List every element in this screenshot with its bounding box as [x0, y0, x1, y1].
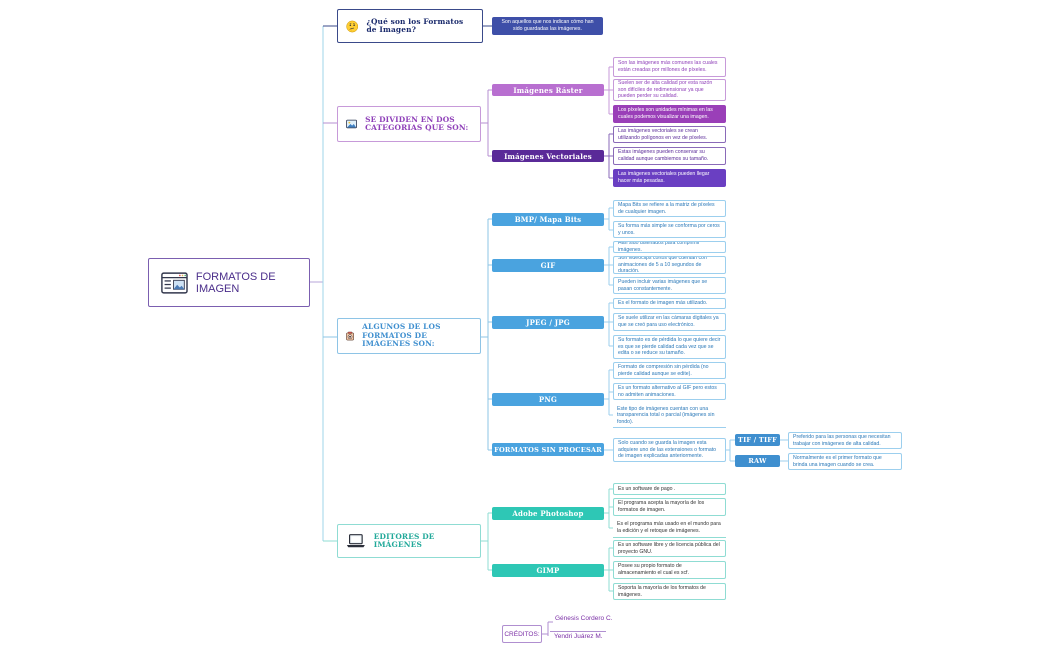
gif-item-3[interactable]: Pueden incluir varias imágenes que se pa… [613, 277, 726, 294]
branch-formatos[interactable]: ALGUNOS DE LOS FORMATOS DE IMÁGENES SON: [337, 318, 481, 354]
raster-item-2-text: Suelen ser de alta calidad por esta razó… [618, 80, 713, 100]
credits-label[interactable]: CRÉDITOS: [502, 625, 542, 643]
sub-tif-tiff[interactable]: TIF / TIFF [735, 434, 780, 446]
sub-png-label: PNG [538, 395, 558, 404]
camera-icon [346, 331, 354, 341]
branch-formatos-title: ALGUNOS DE LOS FORMATOS DE IMÁGENES SON: [362, 322, 441, 349]
jpeg-item-2[interactable]: Se suele utilizar en las cámaras digital… [613, 313, 726, 331]
sub-gimp[interactable]: GIMP [492, 564, 604, 577]
credit-name-2: Yendri Juárez M. [550, 631, 606, 640]
sub-bmp[interactable]: BMP/ Mapa Bits [492, 213, 604, 226]
sub-adobe-photoshop-label: Adobe Photoshop [512, 509, 584, 518]
raster-item-3[interactable]: Los píxeles son unidades mínimas en las … [613, 105, 726, 123]
tif-desc-text: Preferido para las personas que necesita… [793, 433, 891, 447]
sub-tif-tiff-label: TIF / TIFF [737, 436, 778, 444]
sub-imagenes-raster-label: Imágenes Ráster [513, 85, 583, 95]
jpeg-item-3[interactable]: Su formato es de pérdida lo que quiere d… [613, 335, 726, 359]
photoshop-item-3-text: Es el programa más usado en el mundo par… [617, 521, 721, 534]
jpeg-item-1-text: Es el formato de imagen más utilizado. [618, 300, 708, 307]
png-item-2-text: Es un formato alternativo al GIF pero es… [618, 384, 717, 398]
gif-item-1-text: Han sido diseñados para comprimir imágen… [618, 241, 700, 253]
tif-desc[interactable]: Preferido para las personas que necesita… [788, 432, 902, 449]
branch-que-son[interactable]: ¿Qué son los Formatos de Imagen? [337, 9, 483, 43]
gimp-item-1[interactable]: Es un software libre y de licencia públi… [613, 540, 726, 557]
credits-label-text: CRÉDITOS: [504, 630, 540, 638]
branch-editores[interactable]: EDITORES DE IMÁGENES [337, 524, 481, 558]
sub-gimp-label: GIMP [536, 566, 560, 575]
vector-item-1[interactable]: Las imágenes vectoriales se crean utiliz… [613, 126, 726, 143]
sub-gif[interactable]: GIF [492, 259, 604, 272]
gif-item-1[interactable]: Han sido diseñados para comprimir imágen… [613, 241, 726, 253]
raw-desc-text: Normalmente es el primer formato que bri… [793, 454, 882, 468]
jpeg-item-3-text: Su formato es de pérdida lo que quiere d… [618, 337, 721, 357]
png-item-1[interactable]: Formato de compresión sin pérdida (no pi… [613, 362, 726, 379]
sin-procesar-desc[interactable]: Solo cuando se guarda la imagen esta adq… [613, 438, 726, 462]
branch-editores-title: EDITORES DE IMÁGENES [373, 531, 435, 549]
sub-imagenes-vectoriales[interactable]: Imágenes Vectoriales [492, 150, 604, 162]
gimp-item-2[interactable]: Posee su propio formato de almacenamient… [613, 561, 726, 579]
image-window-icon [161, 271, 188, 294]
sub-imagenes-vectoriales-label: Imágenes Vectoriales [504, 151, 592, 161]
photoshop-item-1-text: Es un software de pago . [618, 485, 676, 492]
raster-item-1[interactable]: Son las imágenes más comunes las cuales … [613, 57, 726, 77]
vector-item-2-text: Estas imágenes pueden conservar su calid… [618, 149, 709, 162]
gimp-item-3[interactable]: Soporta la mayoría de los formatos de im… [613, 583, 726, 600]
raster-item-1-text: Son las imágenes más comunes las cuales … [618, 60, 718, 73]
raster-item-2[interactable]: Suelen ser de alta calidad por esta razó… [613, 79, 726, 101]
vector-item-3[interactable]: Las imágenes vectoriales pueden llegar h… [613, 169, 726, 187]
gif-item-2-text: Son videoclips cortos que cuentan con an… [618, 256, 707, 274]
thinking-face-icon [346, 20, 359, 32]
central-title: FORMATOS DE IMAGEN [195, 270, 276, 295]
sub-gif-label: GIF [540, 261, 556, 270]
sub-formatos-sin-procesar-label: FORMATOS SIN PROCESAR [494, 445, 602, 454]
bmp-item-1-text: Mapa Bits se refiere a la matriz de píxe… [618, 201, 715, 215]
raster-item-3-text: Los píxeles son unidades mínimas en las … [618, 107, 713, 120]
gimp-item-3-text: Soporta la mayoría de los formatos de im… [618, 584, 706, 598]
gif-item-3-text: Pueden incluir varias imágenes que se pa… [618, 278, 708, 292]
picture-icon [346, 119, 357, 129]
png-item-1-text: Formato de compresión sin pérdida (no pi… [618, 363, 709, 377]
bmp-item-2-text: Su forma más simple se conforma por cero… [618, 222, 720, 236]
branch-que-son-title: ¿Qué son los Formatos de Imagen? [366, 16, 464, 34]
photoshop-item-2-text: El programa acepta la mayoría de los for… [618, 500, 705, 513]
que-son-answer-text: Son aquellos que nos indican cómo han si… [501, 19, 594, 32]
gif-item-2[interactable]: Son videoclips cortos que cuentan con an… [613, 256, 726, 274]
sub-jpeg-label: JPEG / JPG [526, 318, 570, 327]
sub-bmp-label: BMP/ Mapa Bits [514, 215, 582, 224]
branch-categorias[interactable]: SE DIVIDEN EN DOS CATEGORIAS QUE SON: [337, 106, 481, 142]
central-topic[interactable]: FORMATOS DE IMAGEN [148, 258, 310, 307]
jpeg-item-1[interactable]: Es el formato de imagen más utilizado. [613, 298, 726, 309]
credit-name-1: Génesis Cordero C. [555, 615, 613, 622]
sin-procesar-desc-text: Solo cuando se guarda la imagen esta adq… [618, 440, 717, 460]
laptop-icon [346, 534, 365, 548]
vector-item-1-text: Las imágenes vectoriales se crean utiliz… [618, 127, 708, 141]
photoshop-item-1[interactable]: Es un software de pago . [613, 483, 726, 495]
png-item-2[interactable]: Es un formato alternativo al GIF pero es… [613, 383, 726, 400]
gimp-item-1-text: Es un software libre y de licencia públi… [618, 541, 720, 555]
sub-raw[interactable]: RAW [735, 455, 780, 467]
raw-desc[interactable]: Normalmente es el primer formato que bri… [788, 453, 902, 470]
gimp-item-2-text: Posee su propio formato de almacenamient… [618, 563, 689, 576]
branch-categorias-title: SE DIVIDEN EN DOS CATEGORIAS QUE SON: [365, 114, 469, 132]
sub-raw-label: RAW [748, 457, 767, 465]
png-item-3-text: Este tipo de imágenes cuentan con una tr… [617, 405, 715, 425]
photoshop-item-2[interactable]: El programa acepta la mayoría de los for… [613, 498, 726, 516]
bmp-item-1[interactable]: Mapa Bits se refiere a la matriz de píxe… [613, 200, 726, 217]
sub-jpeg[interactable]: JPEG / JPG [492, 316, 604, 329]
sub-png[interactable]: PNG [492, 393, 604, 406]
sub-adobe-photoshop[interactable]: Adobe Photoshop [492, 507, 604, 520]
vector-item-2[interactable]: Estas imágenes pueden conservar su calid… [613, 147, 726, 165]
vector-item-3-text: Las imágenes vectoriales pueden llegar h… [618, 171, 710, 184]
jpeg-item-2-text: Se suele utilizar en las cámaras digital… [618, 315, 719, 328]
que-son-answer[interactable]: Son aquellos que nos indican cómo han si… [492, 17, 603, 35]
photoshop-item-3[interactable]: Es el programa más usado en el mundo par… [613, 519, 726, 538]
bmp-item-2[interactable]: Su forma más simple se conforma por cero… [613, 221, 726, 238]
png-item-3[interactable]: Este tipo de imágenes cuentan con una tr… [613, 404, 726, 428]
sub-imagenes-raster[interactable]: Imágenes Ráster [492, 84, 604, 96]
sub-formatos-sin-procesar[interactable]: FORMATOS SIN PROCESAR [492, 443, 604, 456]
